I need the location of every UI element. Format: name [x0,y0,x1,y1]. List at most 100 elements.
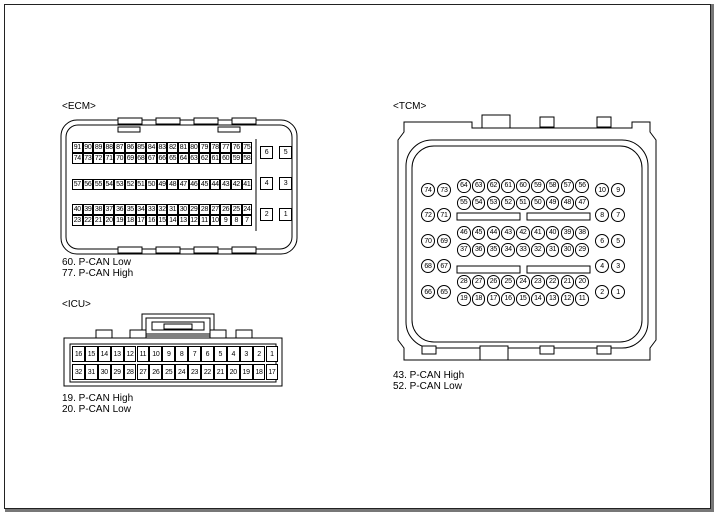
icu-note-1: 19. P-CAN High [62,393,134,404]
pin: 86 [125,142,136,153]
pin: 25 [162,364,176,380]
pin: 87 [114,142,125,153]
pin: 70 [421,234,435,248]
pin: 14 [531,292,545,306]
pin: 7 [241,215,253,226]
pin: 27 [209,204,221,215]
pin: 6 [201,346,214,362]
pin: 12 [188,215,200,226]
pin: 34 [135,204,147,215]
pin: 77 [220,142,231,153]
pin: 62 [199,153,210,164]
pin: 50 [531,196,545,210]
pin: 13 [545,292,560,306]
pin: 37 [103,204,115,215]
pin: 42 [231,179,242,190]
pin: 33 [516,243,530,257]
pin: 88 [103,142,115,153]
pin: 5 [611,234,625,248]
pin: 69 [437,234,451,248]
pin: 44 [209,179,221,190]
pin: 51 [516,196,530,210]
pin: 83 [156,142,168,153]
pin: 58 [545,179,560,193]
pin: 64 [457,179,471,193]
tcm-note-2: 52. P-CAN Low [393,381,462,392]
pin: 49 [156,179,168,190]
pin: 85 [135,142,147,153]
pin: 47 [575,196,589,210]
pin: 63 [471,179,486,193]
pin: 53 [486,196,501,210]
tcm-note-1: 43. P-CAN High [393,370,465,381]
pin: 29 [110,364,124,380]
pin: 38 [93,204,104,215]
pin: 2 [252,346,266,362]
pin: 4 [226,346,240,362]
pin: 73 [82,153,94,164]
pin: 53 [114,179,125,190]
pin: 74 [421,183,435,197]
pin: 4 [595,259,609,273]
pin: 76 [231,142,242,153]
pin: 11 [136,346,150,362]
icu-note-2: 20. P-CAN Low [62,404,131,415]
pin: 80 [188,142,200,153]
pin: 9 [162,346,176,362]
pin: 45 [471,226,486,240]
pin: 8 [595,208,609,222]
ecm-note-2: 77. P-CAN High [62,268,134,279]
pin: 14 [167,215,178,226]
pin: 13 [178,215,189,226]
pin: 34 [501,243,515,257]
pin: 74 [72,153,83,164]
pin: 49 [545,196,560,210]
pin: 15 [156,215,168,226]
pin: 48 [167,179,178,190]
pin: 27 [136,364,150,380]
pin: 5 [279,146,292,159]
pin: 10 [209,215,221,226]
pin: 1 [611,285,625,299]
pin: 36 [471,243,486,257]
pin: 75 [241,142,253,153]
pin: 71 [103,153,115,164]
pin: 20 [575,275,589,289]
ecm-note-1: 60. P-CAN Low [62,257,131,268]
pin: 21 [560,275,575,289]
pin: 59 [231,153,242,164]
pin: 66 [156,153,168,164]
pin: 21 [93,215,104,226]
pin: 24 [516,275,530,289]
pin: 65 [167,153,178,164]
pin: 10 [149,346,163,362]
pin: 56 [82,179,94,190]
ecm-title: <ECM> [62,101,96,112]
pin: 17 [135,215,147,226]
pin: 22 [545,275,560,289]
outer-frame [4,4,711,509]
pin: 40 [72,204,83,215]
pin: 26 [220,204,231,215]
pin: 20 [103,215,115,226]
pin: 28 [457,275,471,289]
pin: 31 [84,364,98,380]
pin: 29 [575,243,589,257]
pin: 31 [167,204,178,215]
pin: 28 [123,364,137,380]
pin: 15 [84,346,98,362]
pin: 32 [72,364,85,380]
pin: 36 [114,204,125,215]
pin: 20 [226,364,240,380]
pin: 45 [199,179,210,190]
pin: 32 [531,243,545,257]
pin: 30 [560,243,575,257]
pin: 60 [220,153,231,164]
pin: 66 [421,285,435,299]
pin: 79 [199,142,210,153]
pin: 68 [135,153,147,164]
pin: 42 [516,226,530,240]
pin: 72 [421,208,435,222]
pin: 8 [231,215,242,226]
